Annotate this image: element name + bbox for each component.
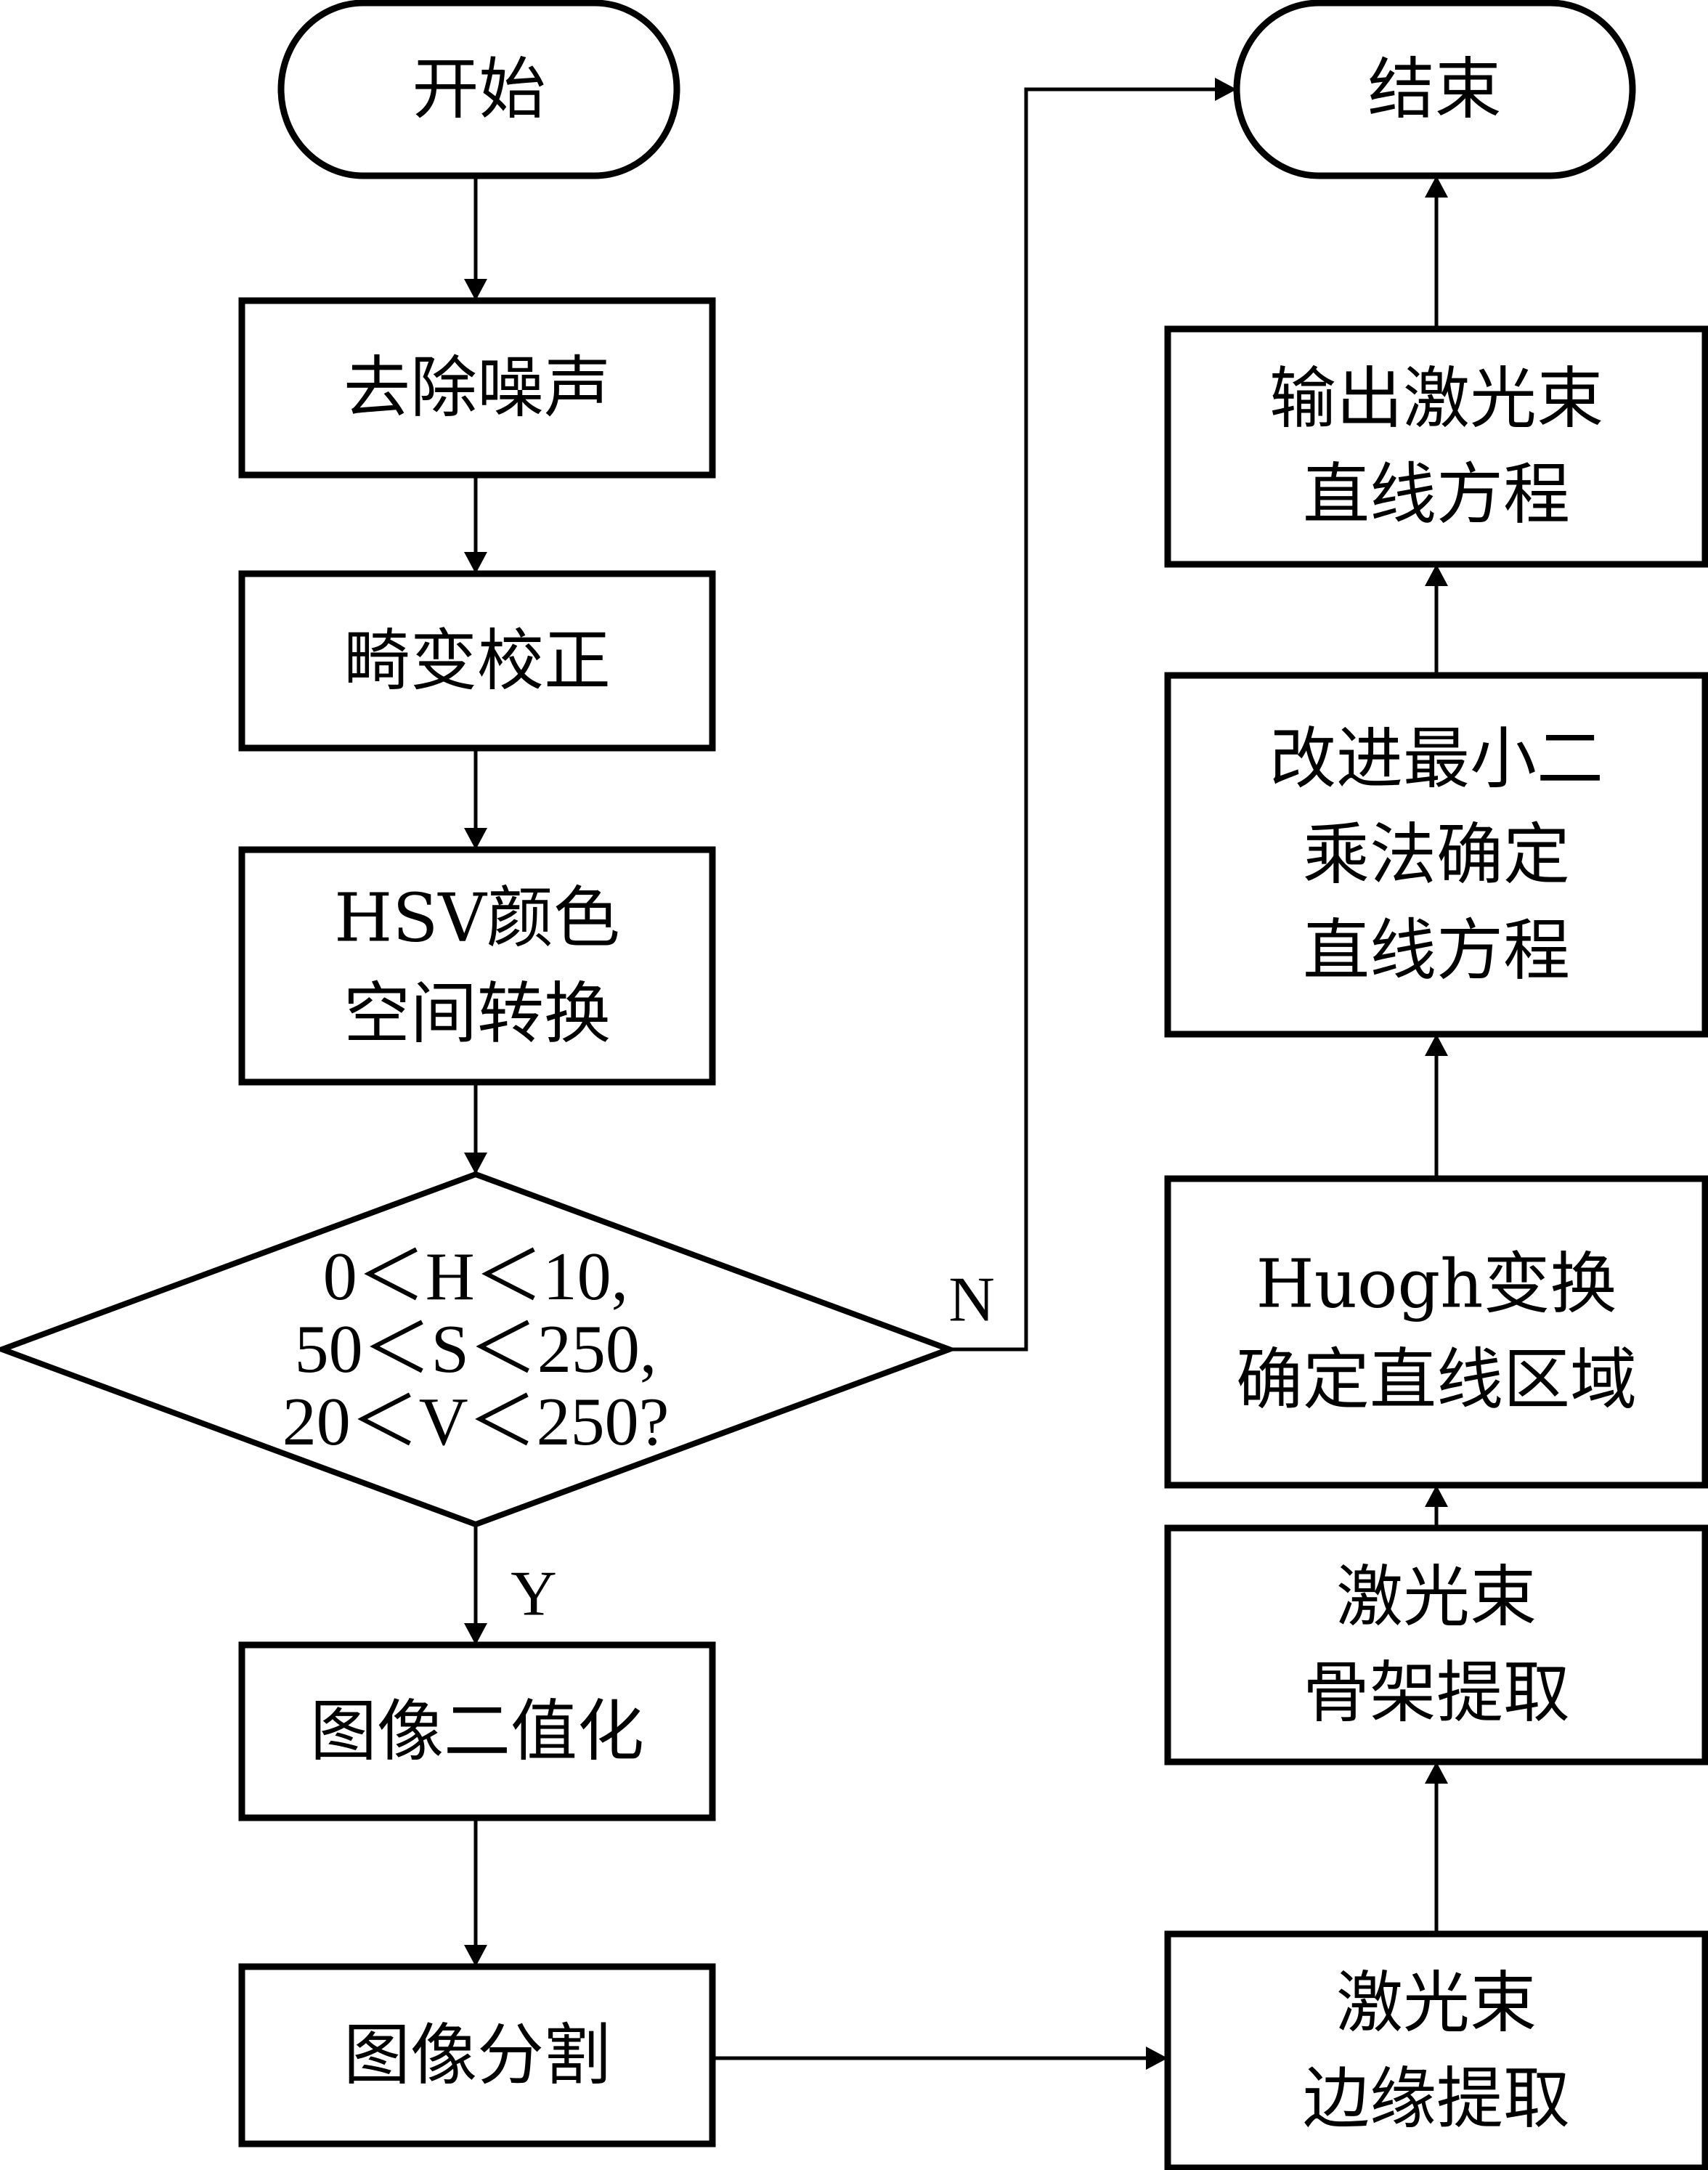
node-label: 结束 xyxy=(1367,51,1501,129)
process-box xyxy=(1164,1930,1708,2170)
node-label: 开始 xyxy=(412,51,545,129)
node-label: 0＜H＜10, xyxy=(323,1239,628,1314)
node-label: 确定直线区域 xyxy=(1236,1341,1637,1419)
node-label: 直线方程 xyxy=(1303,456,1570,534)
no-branch-label: N xyxy=(948,1265,995,1336)
process-box xyxy=(1164,1524,1708,1765)
node-label: HSV颜色 xyxy=(334,879,620,957)
node-denoise: 去除噪声 xyxy=(238,297,716,479)
node-segment: 图像分割 xyxy=(238,1963,716,2147)
node-label: 边缘提取 xyxy=(1303,2060,1570,2138)
process-box xyxy=(1164,672,1708,1038)
node-end: 结束 xyxy=(1233,0,1636,179)
node-start: 开始 xyxy=(277,0,680,179)
node-binarize: 图像二值化 xyxy=(238,1641,716,1821)
node-label: 激光束 xyxy=(1336,1559,1537,1636)
process-box xyxy=(238,1963,716,2147)
node-decision: 0＜H＜10,50＜S＜250,20＜V＜250? xyxy=(0,1171,958,1528)
node-label: 20＜V＜250? xyxy=(282,1384,670,1460)
node-label: 去除噪声 xyxy=(343,349,611,427)
process-box xyxy=(238,1641,716,1821)
node-label: 骨架提取 xyxy=(1303,1654,1570,1732)
node-label: 乘法确定 xyxy=(1303,816,1570,894)
node-label: 畸变校正 xyxy=(343,622,611,700)
node-label: 激光束 xyxy=(1336,1964,1537,2042)
node-label: 50＜S＜250, xyxy=(295,1312,657,1387)
terminal-shape xyxy=(277,0,680,179)
terminal-shape xyxy=(1233,0,1636,179)
yes-branch-label: Y xyxy=(511,1559,557,1630)
node-label: 图像二值化 xyxy=(310,1693,644,1771)
edge-decision-to-end xyxy=(949,78,1237,1352)
node-label: 直线方程 xyxy=(1303,912,1570,990)
node-label: 空间转换 xyxy=(343,975,611,1053)
process-box xyxy=(238,846,716,1086)
process-box xyxy=(238,570,716,752)
decision-diamond xyxy=(0,1171,958,1528)
node-label: 改进最小二 xyxy=(1269,720,1603,798)
process-box xyxy=(1164,1175,1708,1489)
process-box xyxy=(238,297,716,479)
node-distortion: 畸变校正 xyxy=(238,570,716,752)
node-label: 输出激光束 xyxy=(1269,360,1603,438)
node-label: Huogh变换 xyxy=(1256,1245,1616,1323)
process-box xyxy=(1164,325,1708,568)
node-label: 图像分割 xyxy=(343,2017,611,2094)
